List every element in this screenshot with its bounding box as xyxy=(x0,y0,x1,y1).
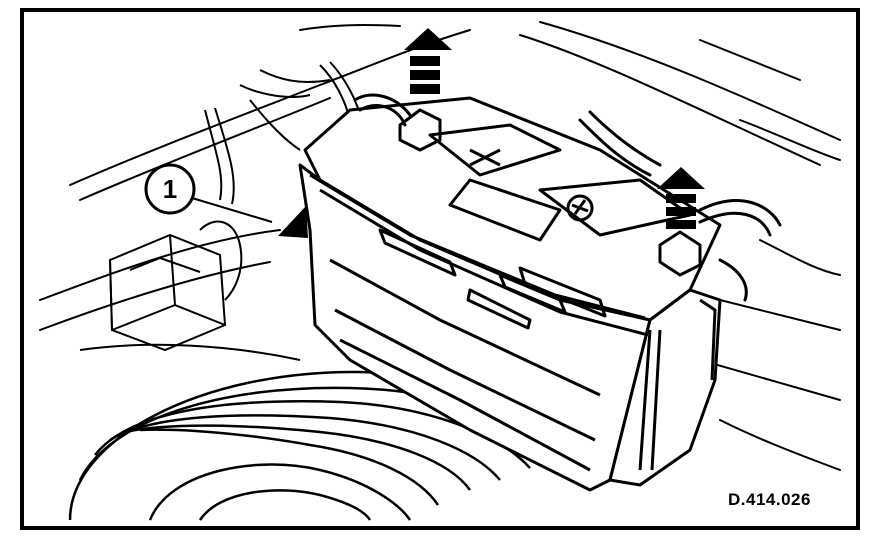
pointer-triangle xyxy=(278,206,308,238)
lift-arrow-right xyxy=(657,167,705,229)
callout-circle xyxy=(144,163,196,215)
lift-arrow-left xyxy=(404,28,452,94)
surrounding-body-lines xyxy=(39,21,841,471)
figure-reference-code: D.414.026 xyxy=(728,490,811,509)
callout-number: 1 xyxy=(162,174,178,204)
battery-cables xyxy=(353,93,782,302)
callout-pointer xyxy=(191,197,308,238)
figure-border xyxy=(20,8,860,530)
battery xyxy=(298,96,722,492)
leader-line xyxy=(191,197,273,223)
